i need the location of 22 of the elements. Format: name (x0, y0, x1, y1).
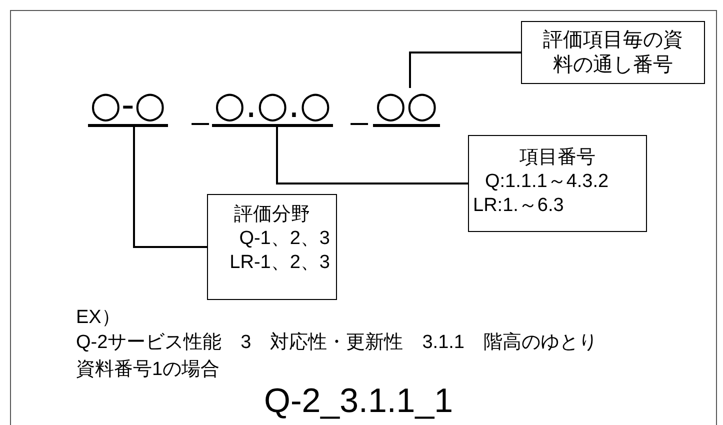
example-heading: EX） (76, 306, 120, 329)
example-text: Q-2サービス性能 3 対応性・更新性 3.1.1 階高のゆとり (76, 331, 598, 354)
code-segment: ○.○.○ (212, 88, 334, 127)
separator-mark: _ (351, 93, 368, 127)
box-heading: 項目番号 (518, 146, 596, 170)
callout-box (521, 21, 705, 84)
box-heading: 評価分野 (233, 203, 311, 227)
box-text: LR:1.～6.3 (472, 194, 565, 218)
example-code: Q-2_3.1.1_1 (264, 382, 454, 420)
box-text: LR-1、2、3 (228, 251, 330, 275)
code-segment: ○-○ (88, 88, 168, 127)
leader-line (409, 52, 521, 88)
separator-mark: _ (192, 93, 209, 127)
box-text: Q-1、2、3 (238, 227, 330, 251)
leader-line (133, 127, 207, 248)
callout-box (207, 194, 337, 300)
box-heading: 評価項目毎の資料の通し番号 (542, 28, 684, 78)
code-segment: ○○ (373, 88, 440, 127)
leader-line (276, 127, 468, 184)
example-text: 資料番号1の場合 (76, 358, 220, 381)
box-text: Q:1.1.1～4.3.2 (484, 170, 610, 194)
callout-box (468, 135, 647, 232)
